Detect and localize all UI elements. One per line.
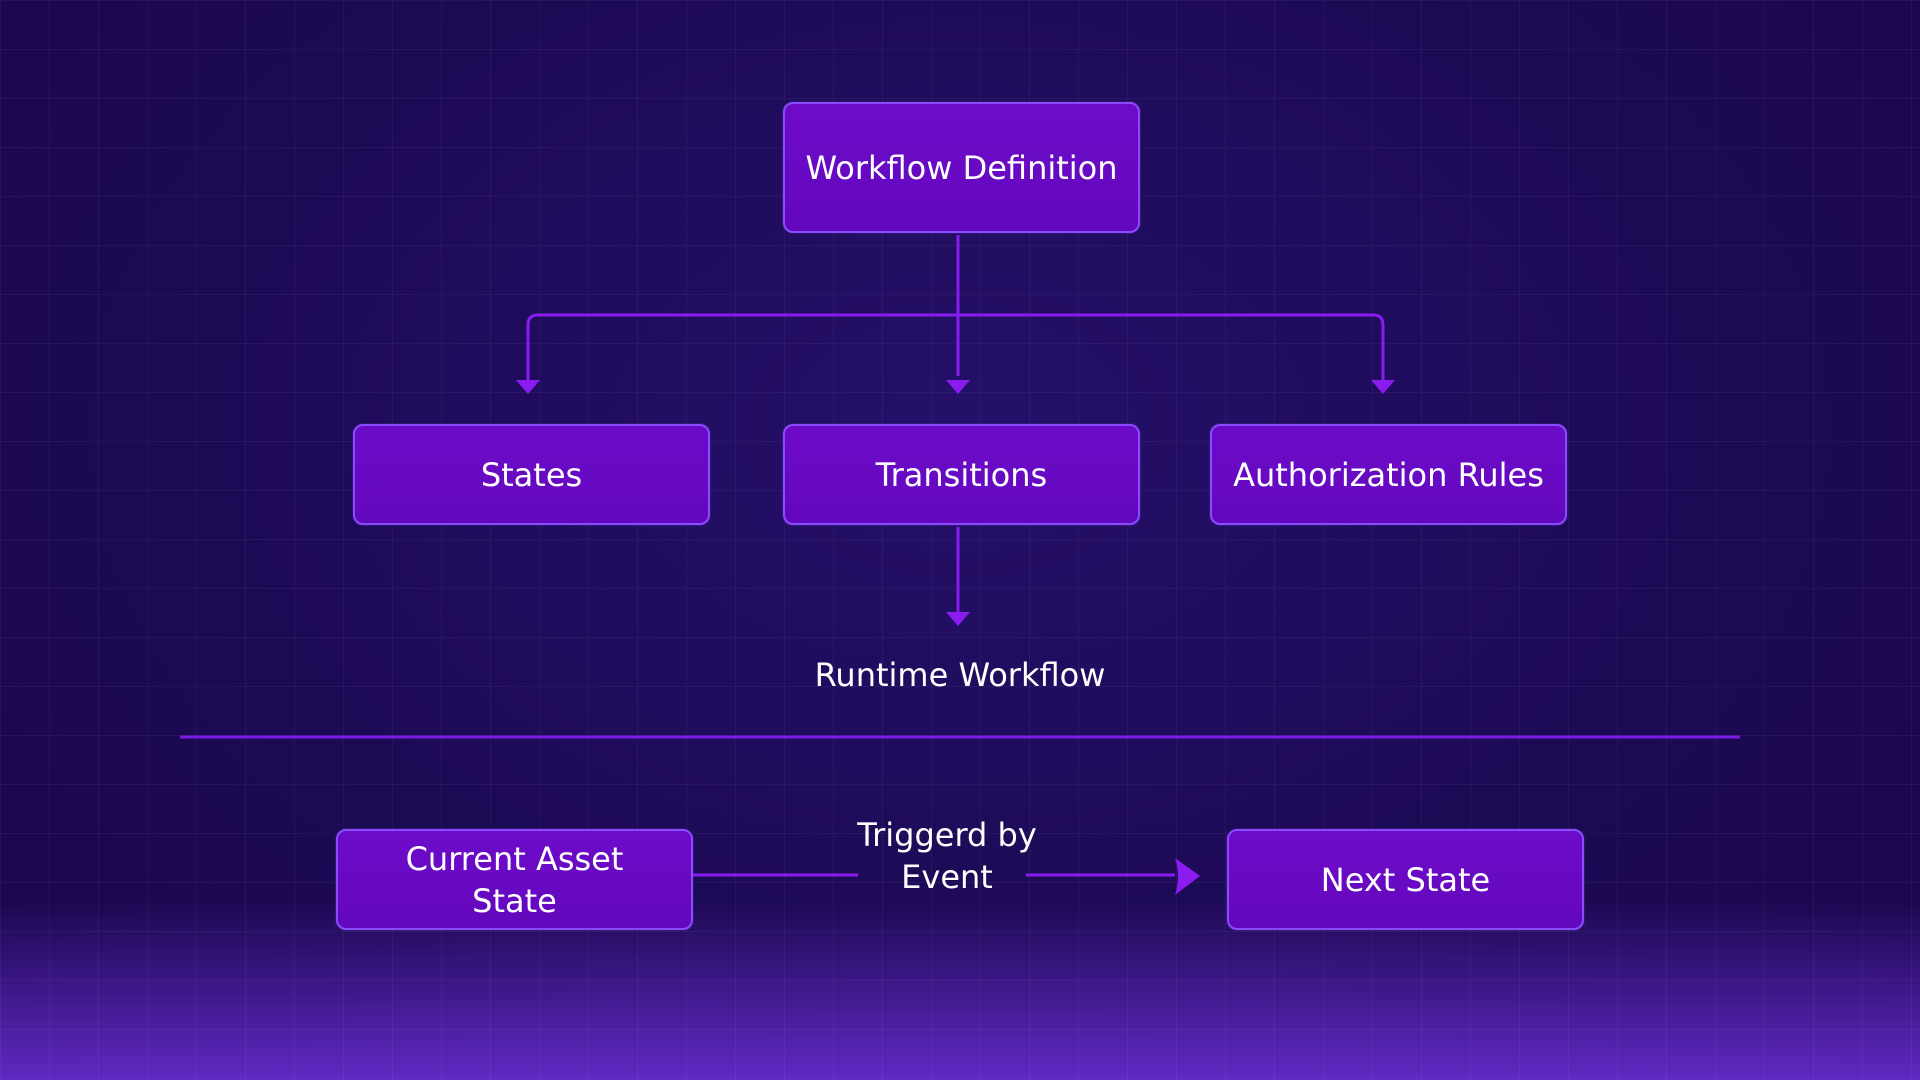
arrow-to-transitions: [946, 380, 970, 394]
next-state-label: Next State: [1320, 860, 1491, 899]
transitions-label: Transitions: [875, 455, 1048, 494]
current-asset-state-label: Current Asset State: [405, 839, 624, 920]
arrow-to-states: [516, 380, 540, 394]
arrow-to-runtime-workflow: [946, 612, 970, 626]
states-label: States: [480, 455, 583, 494]
authorization-rules-node: Authorization Rules: [1210, 424, 1567, 525]
connector-branch-bar: [526, 313, 1385, 382]
authorization-rules-label: Authorization Rules: [1233, 455, 1544, 494]
triggered-by-event-label: Triggerd by Event: [857, 816, 1037, 896]
transitions-node: Transitions: [783, 424, 1140, 525]
arrow-to-authorization-rules: [1371, 380, 1395, 394]
workflow-definition-label: Workflow Definition: [805, 148, 1118, 187]
arrow-to-next-state: [1175, 858, 1200, 895]
current-asset-state-node: Current Asset State: [336, 829, 693, 930]
next-state-node: Next State: [1227, 829, 1584, 930]
states-node: States: [353, 424, 710, 525]
runtime-workflow-label: Runtime Workflow: [814, 656, 1106, 694]
workflow-definition-node: Workflow Definition: [783, 102, 1140, 233]
